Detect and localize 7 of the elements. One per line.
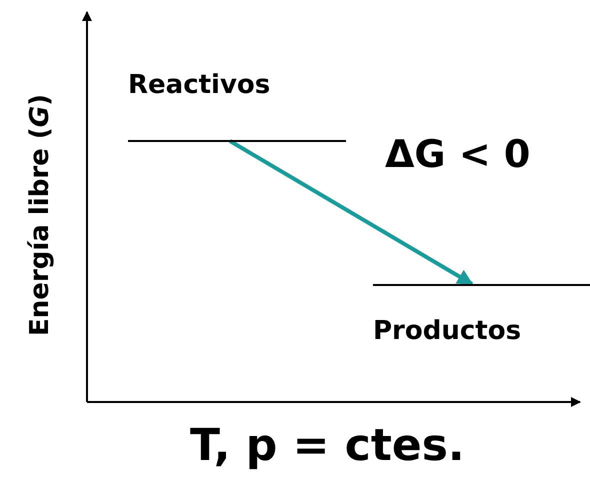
conditions-label: T, p = ctes. — [190, 420, 465, 471]
delta-g-label: ΔG < 0 — [385, 132, 530, 176]
level-label: Reactivos — [128, 70, 270, 100]
arrow — [228, 139, 474, 286]
level-label: Productos — [373, 316, 522, 346]
axis-title: Energía libre (G) — [24, 94, 55, 336]
energy-level — [128, 70, 346, 142]
